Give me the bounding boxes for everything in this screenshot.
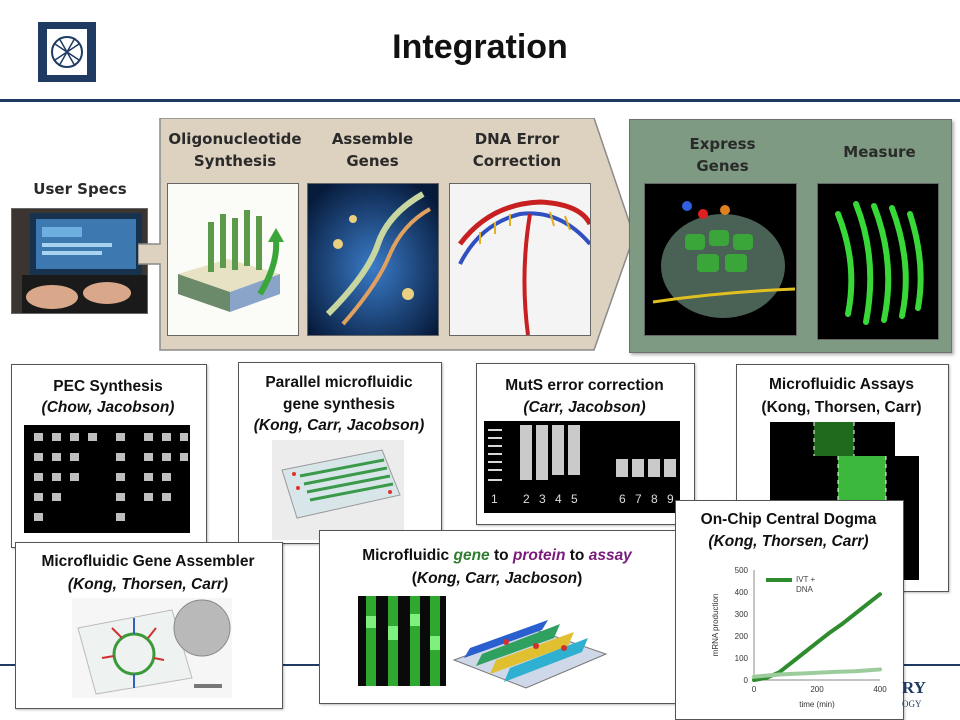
y-axis-label: mRNA production [711,594,720,657]
muts-title: MutS error correction [505,377,664,394]
lane-label: 2 [523,492,530,506]
y-tick-label: 300 [735,610,749,619]
central-dogma-card [675,500,904,720]
pec-title: PEC Synthesis [53,378,163,395]
step-error-correction-label: DNA Error Correction [472,130,562,170]
assemble-genes-image [307,183,439,336]
footer-logo-partial: RY OGY [902,675,960,715]
gpa-title-part: Microfluidic [362,547,454,564]
dogma-title: On-Chip Central Dogma [700,511,877,528]
parallel-title-line2: gene synthesis [283,396,395,413]
svg-text:OGY: OGY [902,699,922,709]
muts-authors: (Carr, Jacobson) [523,399,646,416]
y-tick-label: 200 [735,632,749,641]
pec-authors: (Chow, Jacobson) [41,399,175,416]
gpa-title: Microfluidic gene to protein to assay [319,545,675,566]
gpa-authors-names: Kong, Carr, Jacboson [416,570,578,587]
parallel-authors: (Kong, Carr, Jacobson) [253,417,425,434]
x-tick-label: 400 [873,685,887,694]
assays-authors: (Kong, Thorsen, Carr) [761,399,922,416]
gpa-title-protein: protein [512,547,566,564]
lane-label: 6 [619,492,626,506]
y-tick-label: 100 [735,654,749,663]
gpa-title-part: to [565,547,589,564]
gpa-surface-plot [446,590,612,690]
x-tick-label: 200 [810,685,824,694]
header-divider [0,99,960,102]
gpa-fluorescence-image [358,596,446,686]
lane-label: 3 [539,492,546,506]
lane-label: 5 [571,492,578,506]
legend-label-line1: IVT + [796,575,816,584]
assays-title: Microfluidic Assays [768,376,914,393]
dogma-authors: (Kong, Thorsen, Carr) [708,533,869,550]
institution-logo [38,22,96,82]
mrna-chart-svg: 0 100 200 300 400 500 0 200 400 time (min) mRNA pr… [711,566,887,709]
svg-text:RY: RY [902,678,926,697]
pec-gel-image [24,425,190,533]
y-tick-label: 500 [735,566,749,575]
lane-label: 7 [635,492,642,506]
lane-label: 9 [667,492,674,506]
step-measure-label: Measure [843,143,916,161]
parallel-title-line1: Parallel microfluidic [265,374,413,391]
dna-error-correction-image [449,183,591,336]
gene-assembler-image [72,598,232,698]
gpa-authors: (Kong, Carr, Jacboson) [411,570,583,587]
user-laptop-photo [11,208,148,314]
mrna-chart: 0 100 200 300 400 500 0 200 400 time (min) mRNA pr… [700,560,890,712]
user-specs-label: User Specs [33,180,127,198]
measure-protein-image [817,183,939,340]
step-assemble-label: Assemble Genes [331,130,414,170]
assembler-authors: (Kong, Thorsen, Carr) [67,576,229,593]
oligo-synthesis-image [167,183,299,336]
series-line-control [752,667,882,679]
muts-gel-image [484,421,680,513]
assembler-title: Microfluidic Gene Assembler [41,553,255,570]
lane-label: 1 [491,492,498,506]
legend-label-line2: DNA [796,585,814,594]
page-title: Integration [392,28,568,66]
gpa-title-part: to [489,547,513,564]
express-genes-image [644,183,797,336]
step-oligo-label: Oligonucleotide Synthesis [168,130,302,170]
muts-lane-labels: 1 2 3 4 5 6 7 8 9 [484,492,680,512]
y-tick-label: 400 [735,588,749,597]
x-tick-label: 0 [752,685,757,694]
gpa-title-gene: gene [453,547,490,564]
y-tick-label: 0 [744,676,749,685]
parallel-chip-image [272,440,404,540]
gpa-title-assay: assay [588,547,632,564]
x-axis-label: time (min) [799,700,835,709]
lane-label: 8 [651,492,658,506]
series-line-ivt-dna [752,592,882,682]
step-express-label: Express Genes [689,135,756,175]
lane-label: 4 [555,492,562,506]
